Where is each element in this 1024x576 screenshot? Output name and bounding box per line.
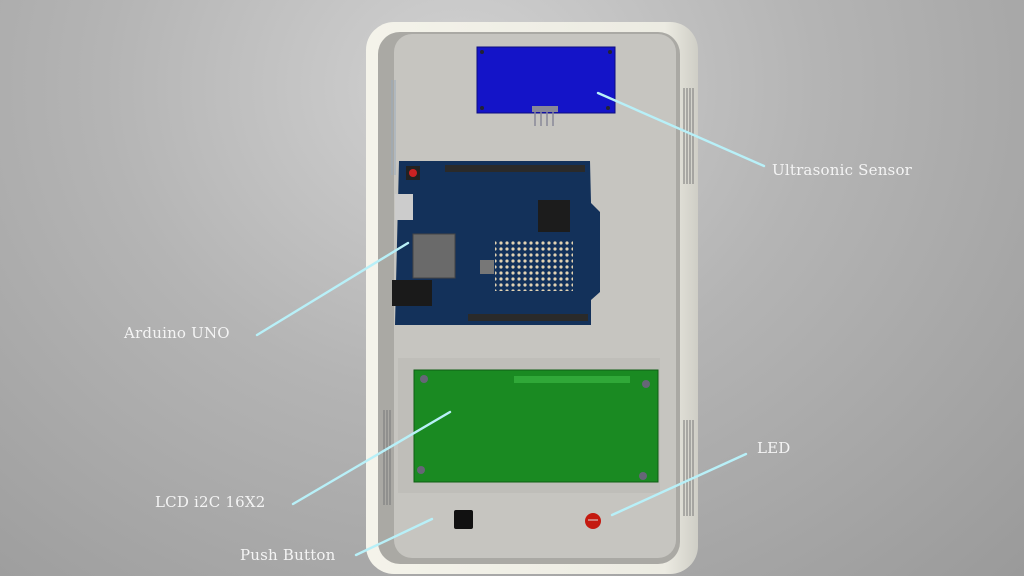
led — [585, 513, 601, 529]
led-leader-line — [610, 452, 748, 517]
push-button — [454, 510, 473, 529]
push-button-label: Push Button — [240, 546, 336, 564]
ultrasonic-sensor-label: Ultrasonic Sensor — [772, 161, 913, 179]
ultrasonic-sensor — [476, 46, 616, 126]
arduino-uno-board — [392, 161, 600, 325]
push-button-leader-line — [354, 517, 434, 557]
led-label: LED — [757, 439, 791, 457]
lcd-label: LCD i2C 16X2 — [155, 493, 266, 511]
arduino-uno-label: Arduino UNO — [124, 324, 230, 342]
lcd-leader-line — [291, 410, 452, 506]
lcd-module — [398, 358, 660, 493]
arduino-leader-line — [255, 241, 410, 337]
ultrasonic-leader-line — [596, 91, 766, 168]
